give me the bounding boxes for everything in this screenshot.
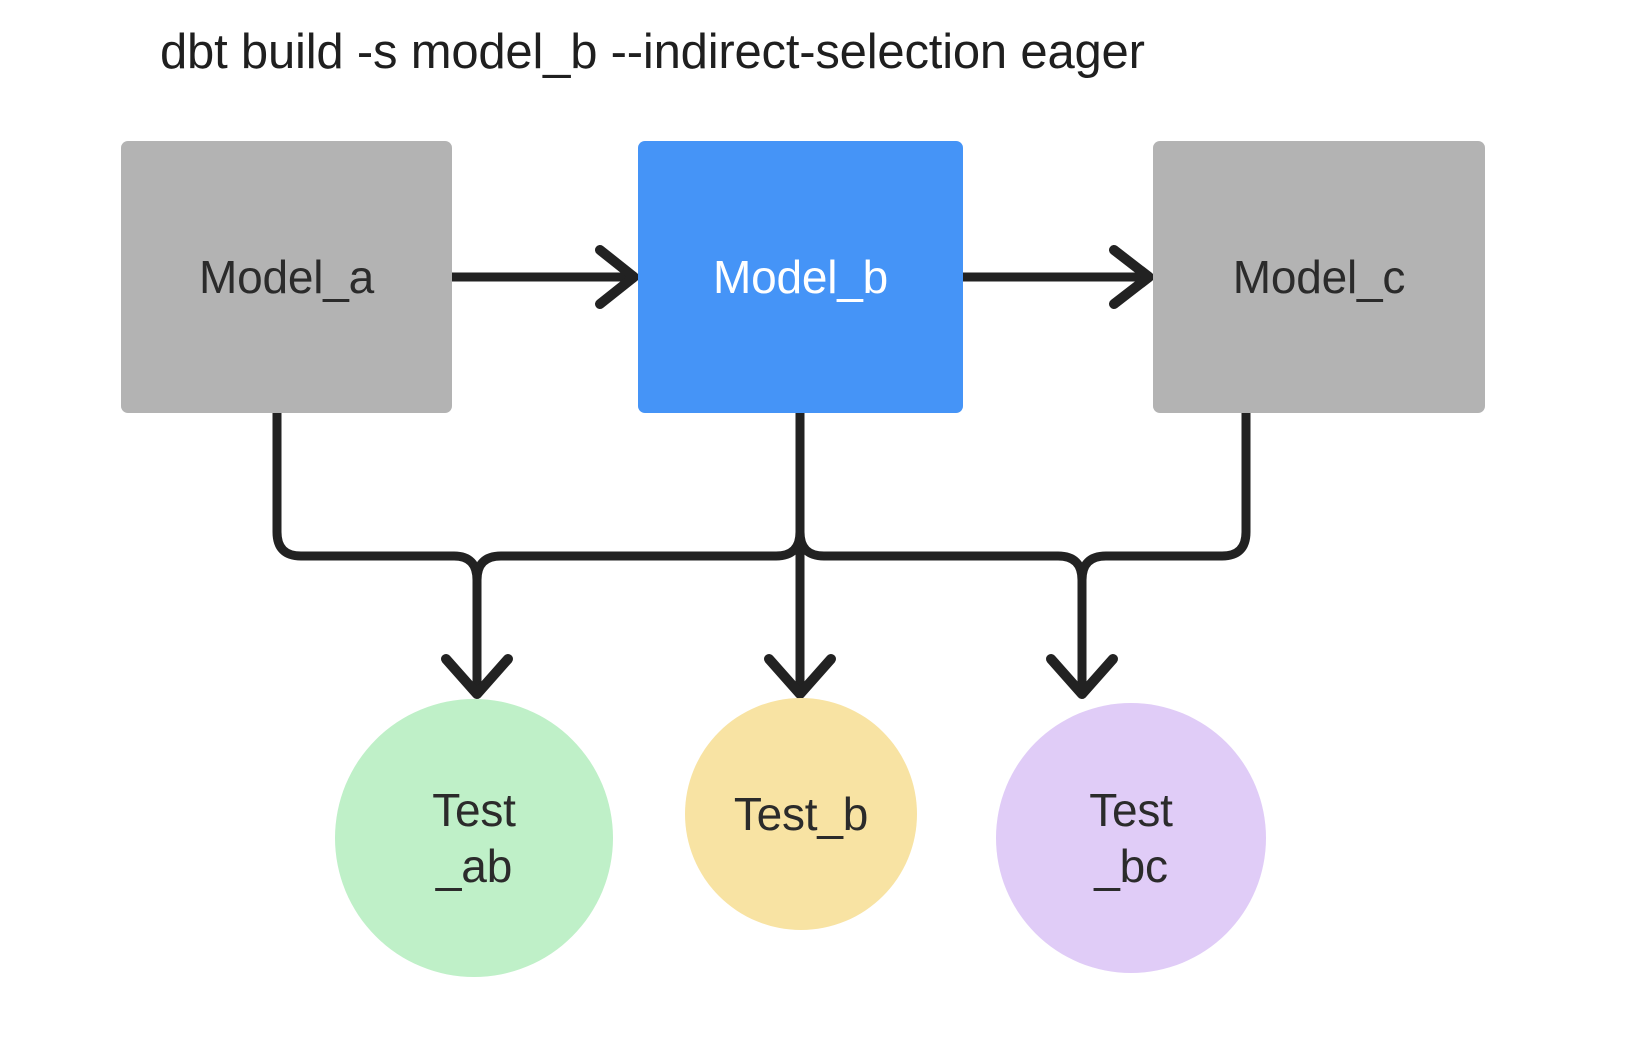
node-test-bc[interactable]: Test _bc [996,703,1266,973]
node-model-a[interactable]: Model_a [121,141,452,413]
node-test-b-label-line1: Test_b [733,787,869,840]
edge-model-b-to-test-bc [795,408,1087,585]
edge-model-b-to-model-c [958,245,1154,309]
arrowhead-test-ab [441,654,513,699]
node-test-ab-label-line2: _ab [435,840,513,892]
node-test-bc-label-line2: _bc [1094,840,1168,892]
node-model-b-label: Model_b [712,251,889,303]
edge-model-a-to-model-b [447,245,639,309]
edge-model-a-to-test-ab [272,408,482,689]
node-test-ab-label-line1: Test [432,783,516,836]
node-model-a-label: Model_a [198,251,375,303]
node-test-ab[interactable]: Test _ab [335,699,613,977]
node-test-bc-label-line1: Test [1089,783,1173,836]
node-model-b[interactable]: Model_b [638,141,963,413]
arrowhead-test-bc [1046,654,1118,699]
arrowhead-test-b [764,654,836,699]
edge-model-b-to-test-ab [472,408,805,585]
edge-model-c-to-test-bc [1077,408,1251,689]
node-test-b[interactable]: Test_b [685,698,917,930]
diagram-title: dbt build -s model_b --indirect-selectio… [160,25,1145,79]
node-model-c-label: Model_c [1232,251,1406,303]
node-model-c[interactable]: Model_c [1153,141,1485,413]
